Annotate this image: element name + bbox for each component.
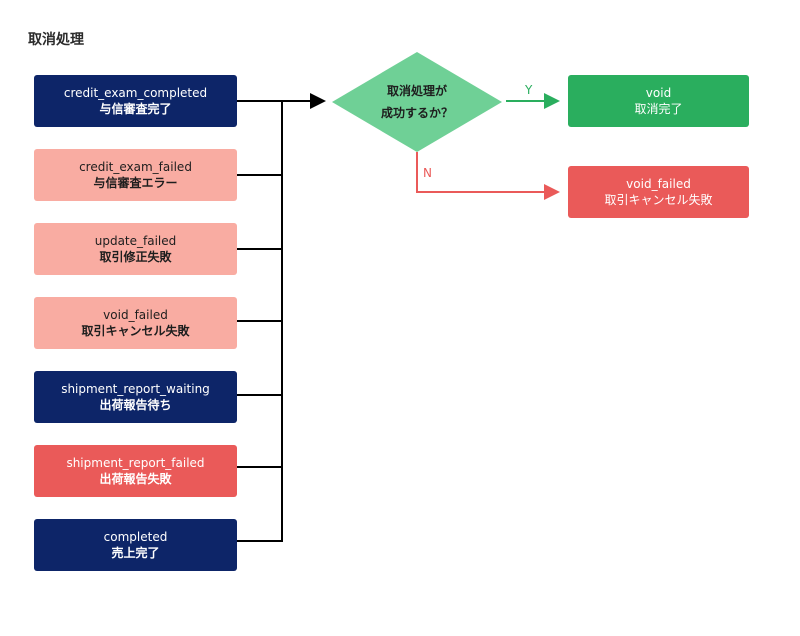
state-code: completed — [103, 530, 168, 544]
state-label: 出荷報告待ち — [99, 398, 172, 412]
state-code: void_failed — [103, 308, 168, 322]
result-code: void_failed — [626, 177, 691, 191]
state-box-shipment-report-failed: shipment_report_failed 出荷報告失敗 — [34, 445, 237, 497]
result-box-void-failed: void_failed 取引キャンセル失敗 — [568, 166, 749, 218]
result-label: 取引キャンセル失敗 — [604, 193, 713, 207]
state-box-completed: completed 売上完了 — [34, 519, 237, 571]
yes-label: Y — [525, 83, 533, 97]
state-box-void-failed: void_failed 取引キャンセル失敗 — [34, 297, 237, 349]
state-box-shipment-report-waiting: shipment_report_waiting 出荷報告待ち — [34, 371, 237, 423]
state-label: 取引修正失敗 — [99, 250, 172, 264]
state-label: 与信審査完了 — [99, 102, 172, 116]
state-code: shipment_report_waiting — [61, 382, 210, 396]
state-label: 与信審査エラー — [93, 176, 178, 190]
state-box-credit-exam-failed: credit_exam_failed 与信審査エラー — [34, 149, 237, 201]
no-label: N — [423, 166, 432, 180]
decision-diamond — [332, 52, 502, 152]
state-label: 売上完了 — [111, 546, 160, 560]
state-box-update-failed: update_failed 取引修正失敗 — [34, 223, 237, 275]
decision-line-1: 取消処理が — [386, 84, 447, 98]
state-code: shipment_report_failed — [66, 456, 205, 470]
result-box-void: void 取消完了 — [568, 75, 749, 127]
decision-line-2: 成功するか？ — [380, 106, 453, 120]
state-code: credit_exam_completed — [63, 86, 208, 100]
state-code: update_failed — [94, 234, 177, 248]
decision-text: 取消処理が 成功するか？ — [332, 52, 502, 152]
state-box-credit-exam-completed: credit_exam_completed 与信審査完了 — [34, 75, 237, 127]
result-label: 取消完了 — [634, 102, 683, 116]
state-label: 取引キャンセル失敗 — [81, 324, 190, 338]
page-title: 取消処理 — [28, 32, 84, 48]
result-code: void — [645, 86, 672, 100]
state-label: 出荷報告失敗 — [99, 472, 172, 486]
no-arrow — [416, 152, 560, 200]
state-code: credit_exam_failed — [79, 160, 192, 174]
